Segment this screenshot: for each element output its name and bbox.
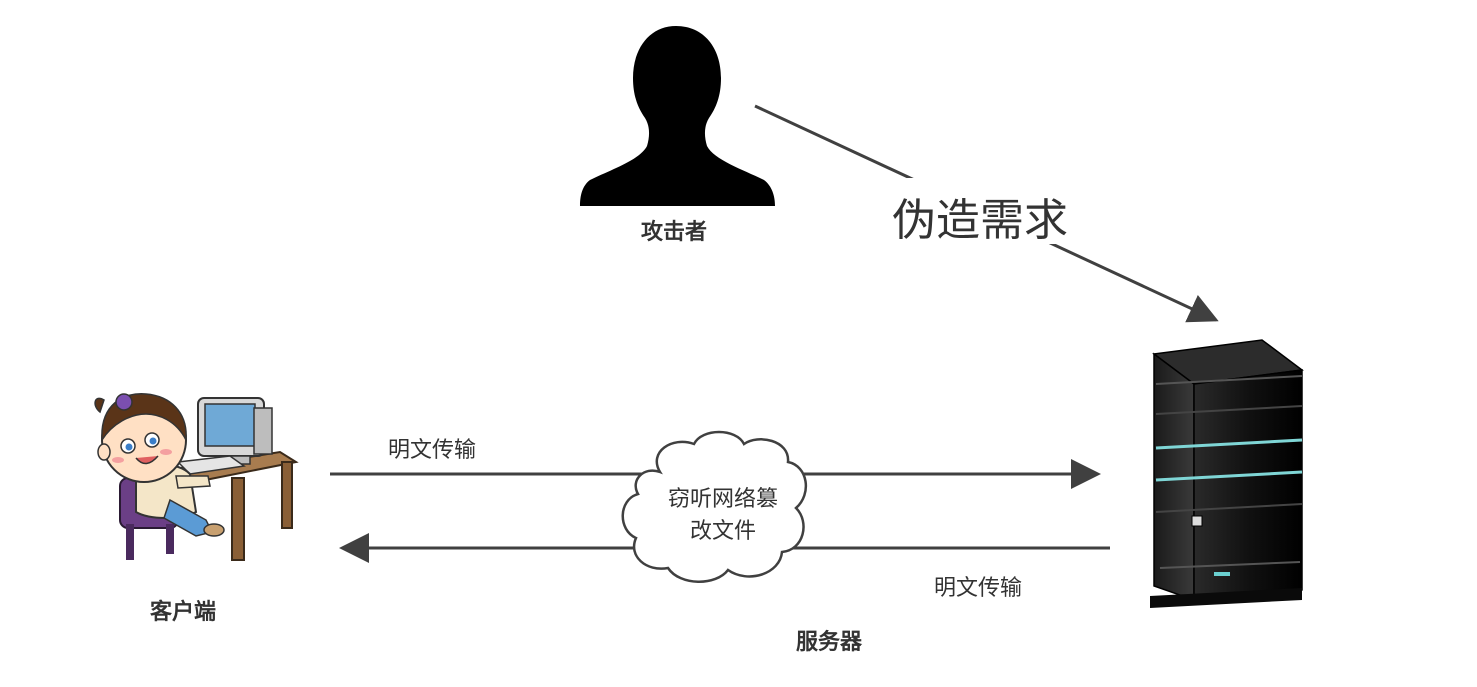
client-girl-computer-icon — [94, 393, 299, 561]
forge-label-background — [890, 178, 1080, 244]
server-tower-icon — [1150, 339, 1304, 608]
cloud-label: 窃听网络篡 改文件 — [648, 484, 798, 548]
attacker-silhouette-icon — [580, 26, 775, 206]
attacker-label: 攻击者 — [641, 220, 708, 245]
server-label: 服务器 — [796, 630, 863, 655]
cloud-label-line1: 窃听网络篡 — [667, 487, 778, 512]
eavesdrop-cloud — [621, 430, 808, 583]
cloud-label-line2: 改文件 — [689, 519, 756, 544]
forge-request-label: 伪造需求 — [892, 195, 1068, 246]
upper-flow-label: 明文传输 — [388, 438, 477, 463]
client-label: 客户端 — [150, 600, 217, 625]
lower-flow-label: 明文传输 — [934, 576, 1023, 601]
